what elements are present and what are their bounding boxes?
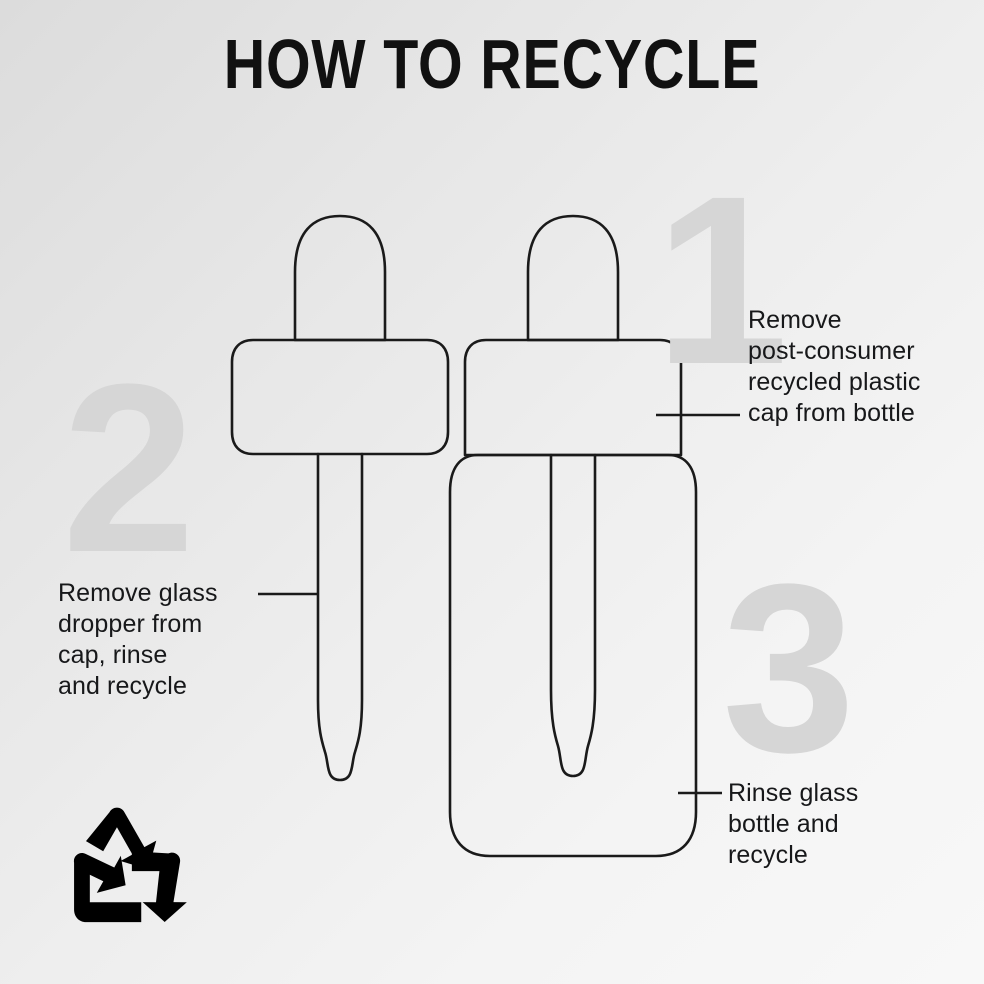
glass-pipette-outline bbox=[316, 452, 364, 782]
page-title: HOW TO RECYCLE bbox=[223, 25, 761, 103]
inner-pipette-outline bbox=[549, 453, 597, 778]
step-caption-3: Rinse glass bottle and recycle bbox=[728, 779, 859, 869]
glass-bottle-outline bbox=[448, 453, 698, 858]
right-bottle-illustration bbox=[448, 214, 698, 858]
step-number-1: 1 bbox=[655, 146, 788, 414]
step-caption-1: Remove post-consumer recycled plastic ca… bbox=[748, 306, 921, 427]
step-number-2: 2 bbox=[62, 334, 195, 602]
step-caption-2: Remove glass dropper from cap, rinse and… bbox=[58, 579, 218, 700]
left-dropper-illustration bbox=[230, 214, 450, 782]
recycle-symbol-icon bbox=[73, 807, 187, 923]
step-number-3: 3 bbox=[722, 534, 855, 802]
dropper-cap-outline bbox=[230, 338, 450, 456]
bottle-dropper-bulb-outline bbox=[526, 214, 620, 342]
bottle-cap-outline bbox=[463, 338, 683, 457]
dropper-bulb-outline bbox=[293, 214, 387, 342]
